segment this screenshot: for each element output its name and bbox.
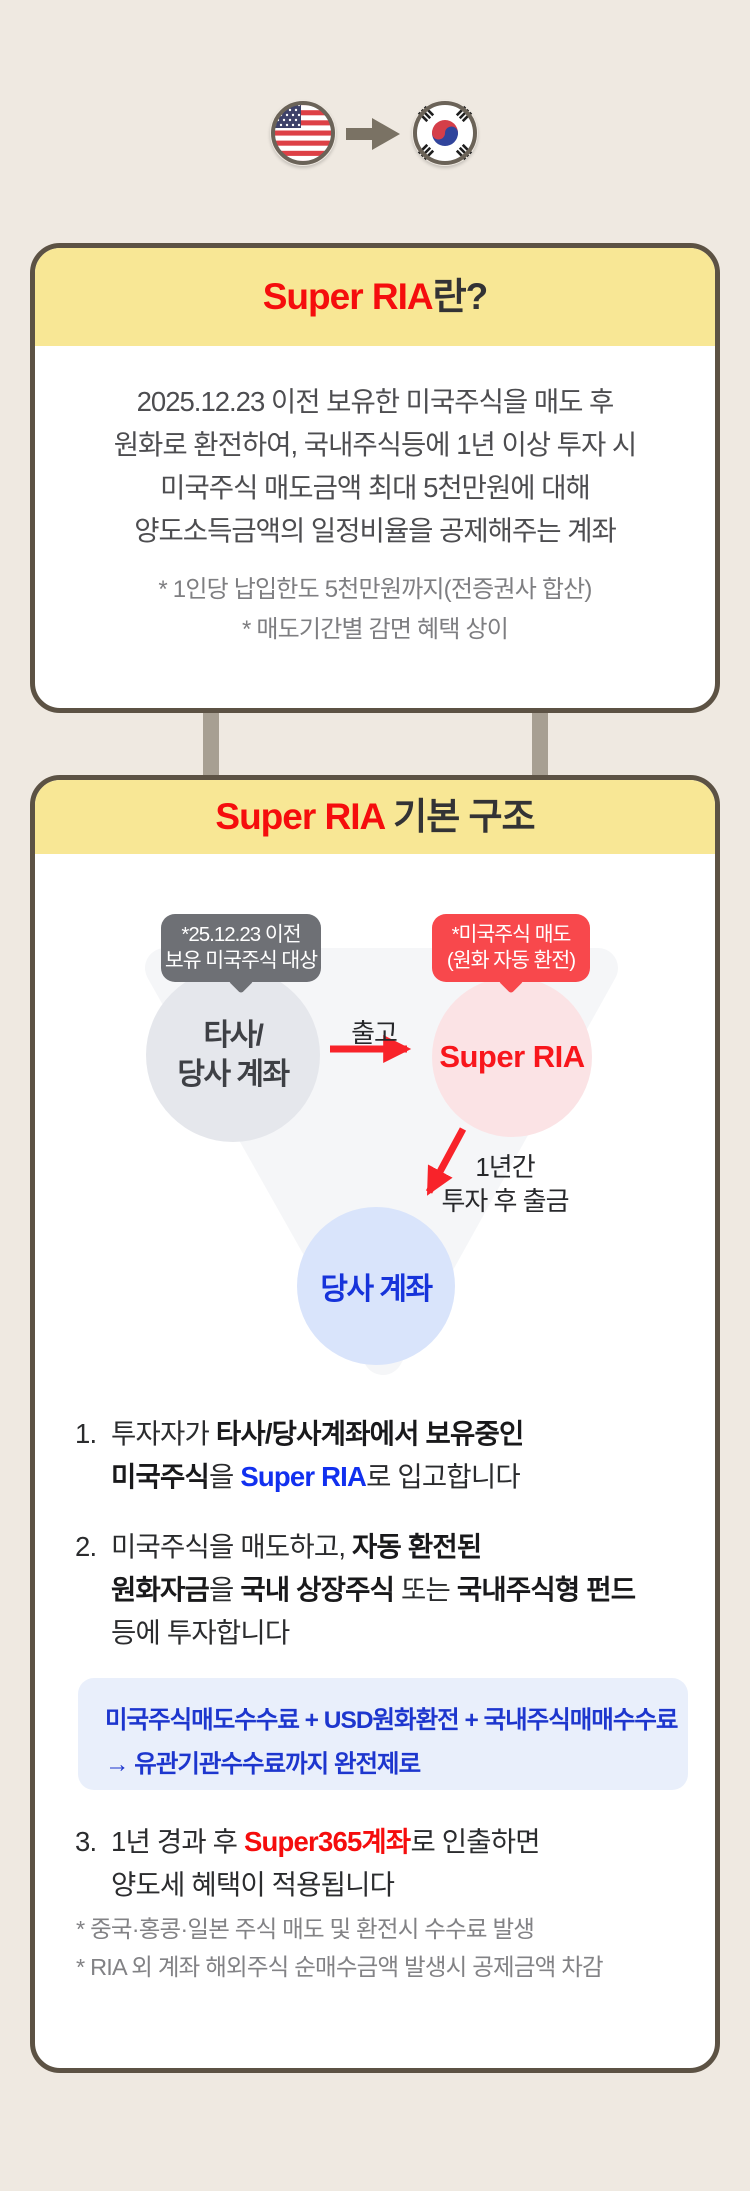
footnote-line: * 1인당 납입한도 5천만원까지(전증권사 합산): [158, 576, 592, 603]
card2-title-rest: 기본 구조: [383, 796, 535, 837]
step-3-seg: 1년 경과 후: [111, 1826, 245, 1857]
footnote-line: * RIA 외 계좌 해외주식 순매수금액 발생시 공제금액 차감: [76, 1954, 604, 1980]
left-note-bubble: *25.12.23 이전 보유 미국주식 대상: [161, 914, 321, 982]
other-account-line: 당사 계좌: [177, 1058, 290, 1091]
step-2-seg: 미국주식을 매도하고,: [111, 1531, 353, 1562]
intro-line: 미국주식 매도금액 최대 5천만원에 대해: [160, 472, 591, 503]
other-account-line: 타사/: [203, 1019, 264, 1052]
step-2-seg: 국내주식형 펀드: [456, 1574, 636, 1605]
fee-zero-box: 미국주식매도수수료 + USD원화환전 + 국내주식매매수수료 → 유관기관수수…: [78, 1678, 688, 1790]
withdraw-label-line: 1년간: [475, 1152, 535, 1182]
footnote-line: * 매도기간별 감면 혜택 상이: [241, 616, 509, 643]
step-1-seg: 로 입고합니다: [366, 1461, 521, 1492]
step-2-seg: 을: [209, 1574, 241, 1605]
footnote-line: * 중국·홍콩·일본 주식 매도 및 환전시 수수료 발생: [76, 1916, 535, 1942]
step-1-seg: 을: [209, 1461, 241, 1492]
step-3-seg: 양도세 혜택이 적용됩니다: [111, 1869, 395, 1900]
step-1: 1. 투자자가 타사/당사계좌에서 보유중인 미국주식을 Super RIA로 …: [75, 1412, 524, 1498]
step-2-seg: 자동 환전된: [352, 1531, 482, 1562]
other-account-circle: 타사/ 당사 계좌: [146, 968, 320, 1142]
super-ria-circle: Super RIA: [432, 977, 592, 1137]
intro-line: 양도소득금액의 일정비율을 공제해주는 계좌: [134, 515, 617, 546]
right-note-line: *미국주식 매도: [451, 923, 572, 946]
connector-bar-left: [203, 706, 219, 782]
structure-footnotes: * 중국·홍콩·일본 주식 매도 및 환전시 수수료 발생 * RIA 외 계좌…: [76, 1910, 604, 1986]
card1-title-rest: 란?: [432, 276, 489, 317]
card2-header: Super RIA 기본 구조: [35, 780, 715, 854]
step-2-seg: 원화자금: [111, 1574, 210, 1605]
step-1-seg: 타사/당사계좌에서 보유중인: [215, 1418, 524, 1449]
intro-line: 2025.12.23 이전 보유한 미국주식을 매도 후: [136, 386, 615, 417]
step-3-number: 3.: [75, 1826, 97, 1857]
step-3-text: 1년 경과 후 Super365계좌로 인출하면 양도세 혜택이 적용됩니다: [111, 1820, 541, 1906]
step-2-number: 2.: [75, 1531, 97, 1562]
intro-paragraph: 2025.12.23 이전 보유한 미국주식을 매도 후 원화로 환전하여, 국…: [35, 380, 715, 552]
intro-footnotes: * 1인당 납입한도 5천만원까지(전증권사 합산) * 매도기간별 감면 혜택…: [35, 570, 715, 650]
card1-title-highlight: Super RIA: [262, 276, 434, 317]
step-2-seg: 또는: [394, 1574, 457, 1605]
step-2-text: 미국주식을 매도하고, 자동 환전된 원화자금을 국내 상장주식 또는 국내주식…: [111, 1525, 636, 1654]
arrow-right-icon: [346, 115, 402, 153]
fee-zero-line: → 유관기관수수료까지 완전제로: [105, 1751, 421, 1778]
card1-title: Super RIA란?: [262, 276, 489, 317]
step-1-number: 1.: [75, 1418, 97, 1449]
withdraw-label: 1년간 투자 후 출금: [405, 1150, 605, 1218]
card1-header: Super RIA란?: [35, 248, 715, 346]
withdraw-label-line: 투자 후 출금: [441, 1186, 569, 1216]
step-3-seg: 로 인출하면: [410, 1826, 540, 1857]
us-flag-icon: [270, 100, 336, 166]
intro-line: 원화로 환전하여, 국내주식등에 1년 이상 투자 시: [113, 429, 637, 460]
card2-title-highlight: Super RIA: [215, 796, 384, 837]
step-1-super-ria: Super RIA: [240, 1461, 367, 1492]
connector-bar-right: [532, 706, 548, 782]
fee-zero-line: 미국주식매도수수료 + USD원화환전 + 국내주식매매수수료: [105, 1707, 678, 1734]
transfer-label: 출고: [351, 1018, 398, 1048]
our-account-circle-label: 당사 계좌: [320, 1273, 433, 1306]
step-1-text: 투자자가 타사/당사계좌에서 보유중인 미국주식을 Super RIA로 입고합…: [111, 1412, 524, 1498]
left-note-line: 보유 미국주식 대상: [164, 949, 318, 972]
card-super-ria-intro: Super RIA란? 2025.12.23 이전 보유한 미국주식을 매도 후…: [30, 243, 720, 713]
left-note-line: *25.12.23 이전: [181, 923, 301, 946]
step-3: 3. 1년 경과 후 Super365계좌로 인출하면 양도세 혜택이 적용됩니…: [75, 1820, 541, 1906]
card2-title: Super RIA 기본 구조: [215, 796, 535, 837]
right-note-line: (원화 자동 환전): [446, 949, 576, 972]
korea-flag-icon: [412, 100, 478, 166]
super-ria-circle-label: Super RIA: [439, 1039, 585, 1074]
step-1-seg: 미국주식: [111, 1461, 210, 1492]
our-account-circle: 당사 계좌: [297, 1207, 455, 1365]
card-basic-structure: Super RIA 기본 구조 타사/ 당사 계좌 Super RIA 당사 계…: [30, 775, 720, 2073]
step-2-seg: 등에 투자합니다: [111, 1617, 290, 1648]
step-2-seg: 국내 상장주식: [240, 1574, 395, 1605]
right-note-bubble: *미국주식 매도 (원화 자동 환전): [432, 914, 590, 982]
step-1-seg: 투자자가: [111, 1418, 216, 1449]
flags-row: [0, 100, 750, 170]
step-2: 2. 미국주식을 매도하고, 자동 환전된 원화자금을 국내 상장주식 또는 국…: [75, 1525, 636, 1654]
step-3-super365: Super365계좌: [244, 1826, 411, 1857]
